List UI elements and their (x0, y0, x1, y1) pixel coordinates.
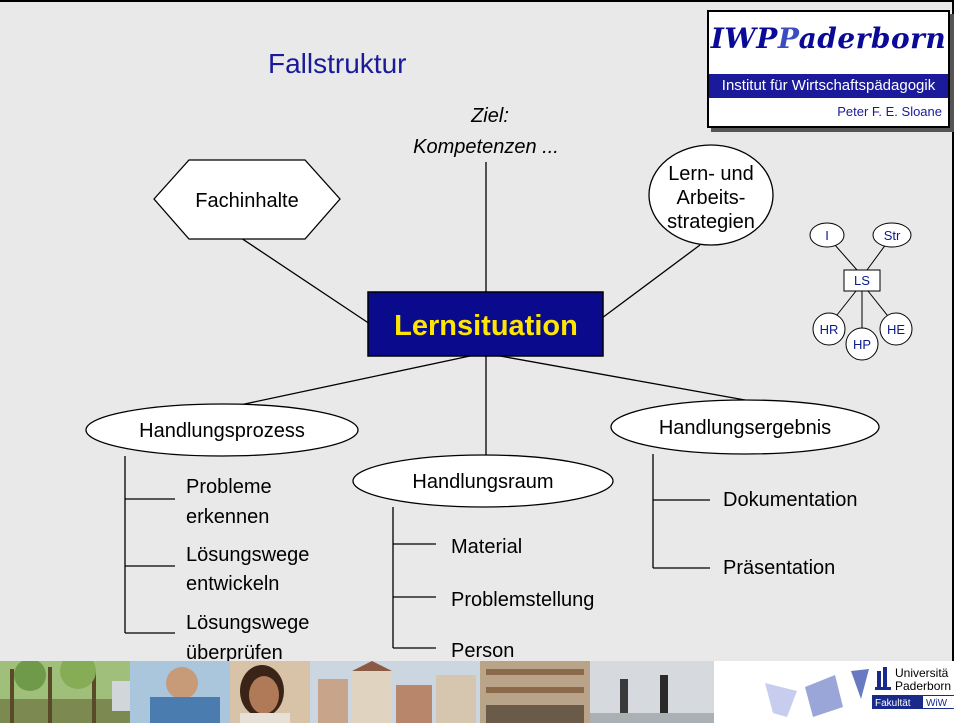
he-item-praesentation: Präsentation (723, 557, 835, 579)
mini-node-he (879, 312, 913, 346)
hp-item-3-line1: Lösungswege (186, 612, 309, 634)
handlungsprozess-ellipse (85, 403, 359, 457)
mini-node-ls-label: LS (854, 273, 870, 288)
photo-hall (590, 661, 714, 723)
iwp-logo: IWPPaderborn (709, 22, 948, 55)
hp-item-2-line1: Lösungswege (186, 544, 309, 566)
mini-node-i (809, 222, 845, 248)
lernsituation-label: Lernsituation (394, 310, 578, 342)
line-center-to-handlungsprozess (239, 355, 471, 406)
logo-shape-1 (765, 683, 797, 717)
institute-header-box: IWPPaderborn Institut für Wirtschaftspäd… (707, 10, 950, 128)
mini-node-hp (845, 327, 879, 361)
photo-park (0, 661, 130, 723)
strategien-ellipse (648, 144, 774, 246)
mini-node-str (872, 222, 912, 248)
goal-label-line2: Kompetenzen ... (413, 136, 559, 158)
handlungsraum-label: Handlungsraum (412, 471, 553, 493)
author-name: Peter F. E. Sloane (837, 104, 942, 119)
mini-node-str-label: Str (884, 228, 901, 243)
lernsituation-box (367, 291, 604, 357)
concept-diagram: Fachinhalte Lern- und Arbeits- strategie… (85, 105, 913, 661)
handlungsergebnis-ellipse (610, 399, 880, 455)
hp-item-3-line2: überprüfen (186, 642, 283, 661)
photo-town (310, 661, 480, 723)
hr-item-problemstellung: Problemstellung (451, 589, 594, 611)
university-logo-area: Universitä Paderborn Fakultät WiW (765, 666, 954, 717)
fachinhalte-label: Fachinhalte (195, 190, 298, 212)
mini-node-hr (812, 312, 846, 346)
university-name-line2: Paderborn (895, 679, 951, 693)
photo-student (130, 661, 230, 723)
page-title: Fallstruktur (268, 48, 407, 79)
hr-item-material: Material (451, 536, 522, 558)
logo-shape-2 (805, 675, 843, 717)
strategien-label-line3: strategien (667, 211, 755, 233)
footer: Universitä Paderborn Fakultät WiW (0, 661, 954, 723)
photo-library (480, 661, 590, 723)
university-name-line1: Universitä (895, 666, 949, 680)
handlungsprozess-label: Handlungsprozess (139, 420, 305, 442)
faculty-code: WiW (926, 698, 948, 709)
hp-item-1-line2: erkennen (186, 506, 269, 528)
strategien-label-line1: Lern- und (668, 163, 754, 185)
uni-emblem-icon (875, 667, 891, 690)
institute-name: Institut für Wirtschaftspädagogik (709, 74, 948, 98)
line-center-to-handlungsergebnis (499, 355, 746, 401)
mini-node-hp-label: HP (853, 337, 871, 352)
handlungsraum-ellipse (352, 454, 614, 508)
hp-item-1-line1: Probleme (186, 476, 272, 498)
hp-item-2-line2: entwickeln (186, 573, 279, 595)
fachinhalte-hexagon (153, 159, 341, 240)
panel-border (952, 0, 954, 661)
hr-item-person: Person (451, 640, 514, 661)
strategien-label-line2: Arbeits- (677, 187, 746, 209)
photo-woman (230, 661, 310, 723)
mini-node-he-label: HE (887, 322, 905, 337)
faculty-label: Fakultät (875, 698, 911, 709)
line-fachinhalte-to-center (231, 231, 371, 325)
iwp-logo-part1: IWP (710, 22, 778, 55)
mini-node-hr-label: HR (820, 322, 839, 337)
he-item-dokumentation: Dokumentation (723, 489, 858, 511)
goal-label-line1: Ziel: (470, 105, 509, 127)
faculty-code-box (923, 696, 954, 708)
mini-node-i-label: I (825, 228, 829, 243)
handlungsergebnis-label: Handlungsergebnis (659, 417, 831, 439)
iwp-logo-p-letter: P (777, 22, 799, 55)
mini-node-ls (843, 269, 881, 292)
photo-strip (0, 661, 714, 723)
line-strategien-to-center (601, 244, 701, 319)
iwp-logo-part2: aderborn (798, 22, 947, 55)
logo-shape-3 (851, 669, 869, 699)
